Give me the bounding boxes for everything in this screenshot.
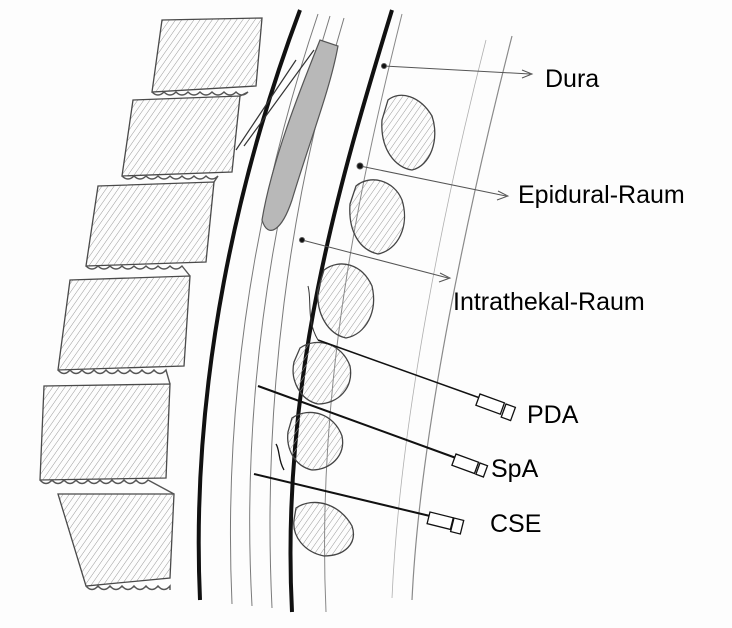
disc xyxy=(122,176,218,182)
spinous-process xyxy=(294,502,354,556)
vertebral-body xyxy=(58,494,174,586)
vertebral-body xyxy=(152,18,262,92)
vertebral-bodies xyxy=(40,18,262,586)
spa-shaft xyxy=(258,386,456,458)
disc xyxy=(86,586,170,590)
label-cse: CSE xyxy=(490,512,541,537)
vertebral-body xyxy=(58,276,190,370)
spinous-process xyxy=(288,412,343,470)
cse-inner-needle xyxy=(276,444,284,470)
label-spa: SpA xyxy=(491,457,538,482)
vertebral-body xyxy=(86,182,214,266)
disc xyxy=(40,480,174,494)
vertebral-body xyxy=(122,96,240,176)
label-epidural-raum: Epidural-Raum xyxy=(518,183,685,208)
disc xyxy=(152,92,248,96)
vertebral-body xyxy=(40,384,170,480)
spinous-process xyxy=(350,180,405,254)
label-pda: PDA xyxy=(527,403,578,428)
dura-dot xyxy=(382,64,387,69)
spinous-process xyxy=(293,342,350,404)
disc xyxy=(58,370,170,384)
intrathekal-dot xyxy=(300,238,305,243)
spinous-process xyxy=(382,95,435,170)
cse-needle xyxy=(254,444,464,534)
label-intrathekal-raum: Intrathekal-Raum xyxy=(453,290,645,315)
spa-hub xyxy=(452,454,479,473)
spinous-process xyxy=(318,264,374,338)
dura-leader xyxy=(384,66,530,74)
pda-hub xyxy=(476,394,505,414)
label-dura: Dura xyxy=(545,67,599,92)
cse-shaft xyxy=(254,474,430,516)
epidural-dot xyxy=(357,163,363,169)
cse-hub xyxy=(427,512,453,529)
disc xyxy=(86,266,190,276)
